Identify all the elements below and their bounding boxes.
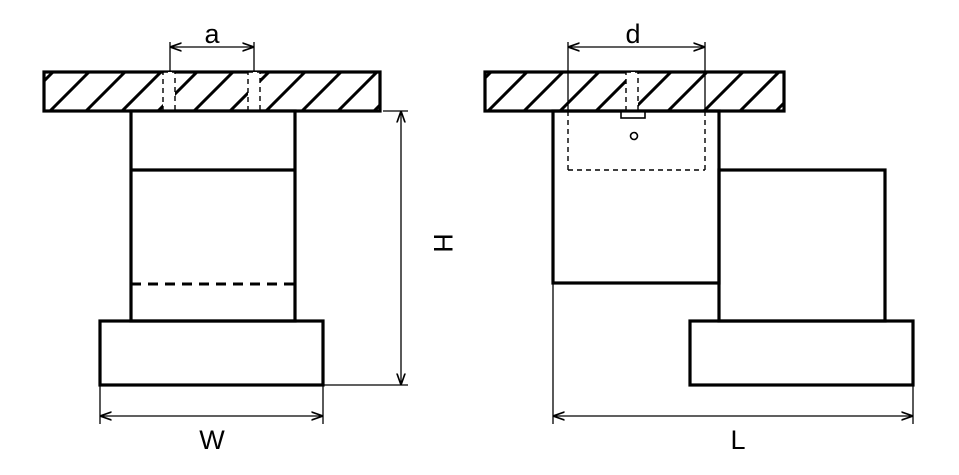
- hidden-bracket: [567, 111, 706, 171]
- dimension-w-label: W: [199, 425, 225, 455]
- ceiling-plate-left: [42, 70, 382, 113]
- front-view: a H W: [42, 19, 458, 455]
- dimension-l-label: L: [730, 425, 745, 455]
- dimension-h: [323, 110, 408, 386]
- side-view: d L: [483, 19, 915, 455]
- pivot-point: [629, 131, 639, 141]
- mounting-body-right: [551, 109, 721, 285]
- dimension-l: [552, 283, 914, 424]
- dimension-w: [99, 385, 324, 424]
- dimension-h-label: H: [428, 233, 458, 253]
- dimension-d: [567, 42, 706, 111]
- lamp-head-left: [98, 319, 325, 387]
- lamp-head-right: [688, 319, 915, 387]
- dimension-d-label: d: [625, 19, 640, 49]
- fixture-body-left: [129, 109, 297, 323]
- hatch-lines-left: [44, 72, 380, 111]
- lamp-cylinder-right: [717, 168, 887, 323]
- dimension-a: [169, 42, 255, 72]
- dimension-a-label: a: [204, 19, 220, 49]
